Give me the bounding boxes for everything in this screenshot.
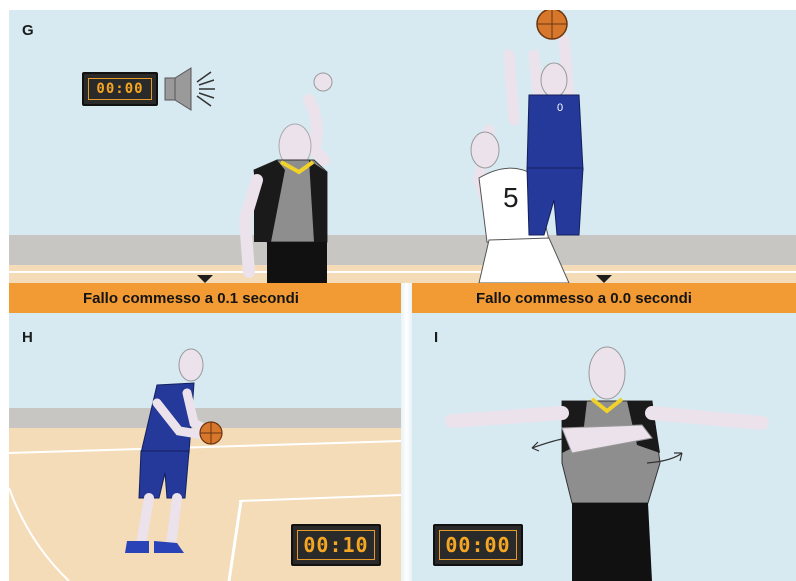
scoreboard-clock-h: 00:10 — [291, 524, 381, 566]
court-wall — [9, 235, 796, 265]
shooter-player — [527, 40, 583, 235]
panel-g-label: G — [22, 22, 34, 39]
caption-right: Fallo commesso a 0.0 secondi — [476, 290, 692, 307]
caption-left: Fallo commesso a 0.1 secondi — [83, 290, 299, 307]
court-floor — [9, 265, 796, 283]
defender-jersey-number: 5 — [503, 182, 519, 214]
basketball-icon — [537, 10, 567, 39]
panel-g: G 00:00 5 0 — [9, 10, 796, 283]
clock-g-readout: 00:00 — [88, 78, 152, 100]
panel-h: H 00:10 — [9, 313, 401, 581]
panel-h-label: H — [22, 329, 33, 346]
scoreboard-clock-g: 00:00 — [82, 72, 158, 106]
panel-g-illustration — [9, 10, 796, 283]
clock-i-readout: 00:00 — [439, 530, 517, 560]
panel-i-label: I — [434, 329, 438, 346]
arrow-down-icon — [596, 275, 612, 283]
panel-i: I 00:00 — [412, 313, 796, 581]
clock-h-readout: 00:10 — [297, 530, 375, 560]
arrow-down-icon — [197, 275, 213, 283]
scoreboard-clock-i: 00:00 — [433, 524, 523, 566]
shooter-jersey-number: 0 — [557, 102, 563, 114]
panel-divider — [401, 283, 412, 581]
basketball-icon — [200, 422, 222, 444]
speaker-icon — [165, 68, 215, 110]
